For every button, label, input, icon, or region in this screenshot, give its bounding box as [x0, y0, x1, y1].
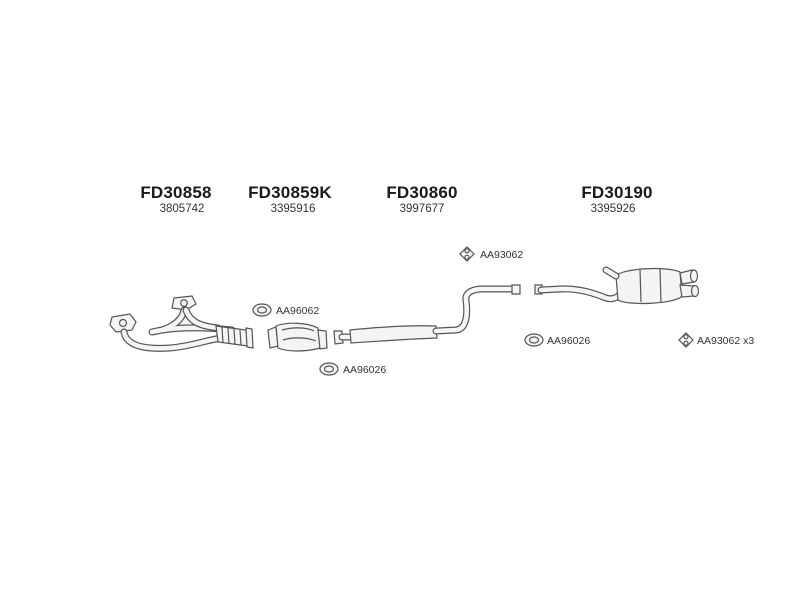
- part-code-middle-pipe[interactable]: FD30860: [386, 183, 458, 202]
- catalytic-converter-drawing[interactable]: [267, 322, 328, 352]
- accessory-label-gasket-2[interactable]: AA96026: [343, 364, 387, 376]
- part-code-front-pipe[interactable]: FD30858: [140, 183, 212, 202]
- part-code-rear-silencer[interactable]: FD30190: [581, 183, 653, 202]
- part-ref-rear-silencer: 3395926: [590, 203, 636, 215]
- accessory-label-gasket-3[interactable]: AA96026: [547, 335, 591, 347]
- gasket-icon[interactable]: [319, 362, 339, 376]
- accessory-label-gasket-1[interactable]: AA96062: [276, 305, 320, 317]
- part-ref-catalytic-converter: 3395916: [270, 203, 316, 215]
- part-ref-front-pipe: 3805742: [159, 203, 205, 215]
- mounting-rubber-icon[interactable]: [678, 332, 694, 348]
- accessory-label-mounting-rubber-1[interactable]: AA93062: [480, 249, 524, 261]
- part-ref-middle-pipe: 3997677: [399, 203, 445, 215]
- rear-silencer-drawing[interactable]: [534, 266, 700, 305]
- accessory-label-mounting-rubber-2[interactable]: AA93062 x3: [697, 335, 755, 347]
- middle-pipe-drawing[interactable]: [333, 284, 521, 345]
- gasket-icon[interactable]: [524, 333, 544, 347]
- mounting-rubber-icon[interactable]: [459, 246, 475, 262]
- gasket-icon[interactable]: [252, 303, 272, 317]
- part-code-catalytic-converter[interactable]: FD30859K: [248, 183, 332, 202]
- front-pipe-drawing[interactable]: [109, 295, 254, 352]
